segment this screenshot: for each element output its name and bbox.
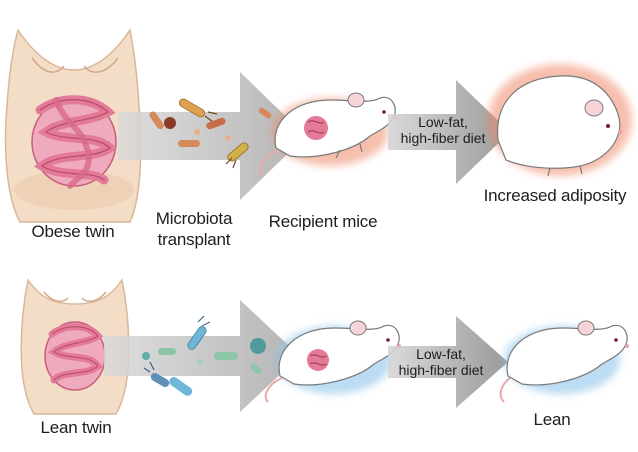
mouse-icon-recipient-bottom — [266, 321, 401, 402]
mouse-icon-lean — [501, 321, 629, 402]
diet-label-top-line1: Low-fat, — [388, 115, 498, 130]
diet-label-bottom-line1: Low-fat, — [386, 347, 496, 362]
diet-label-top-line2: high-fiber diet — [388, 131, 498, 146]
microbiota-label-line2: transplant — [148, 231, 240, 249]
microbiota-label-line1: Microbiota — [148, 210, 240, 228]
lean-twin-label: Lean twin — [26, 419, 126, 437]
diet-label-bottom-line2: high-fiber diet — [386, 363, 496, 378]
recipient-mice-label: Recipient mice — [262, 213, 384, 231]
transfer-arrow-bottom — [104, 300, 300, 412]
obese-twin-label: Obese twin — [18, 223, 128, 241]
lean-label: Lean — [520, 411, 584, 429]
mouse-icon-recipient-top — [260, 93, 397, 176]
increased-adiposity-label: Increased adiposity — [478, 187, 632, 205]
fat-mouse-icon — [488, 64, 632, 176]
